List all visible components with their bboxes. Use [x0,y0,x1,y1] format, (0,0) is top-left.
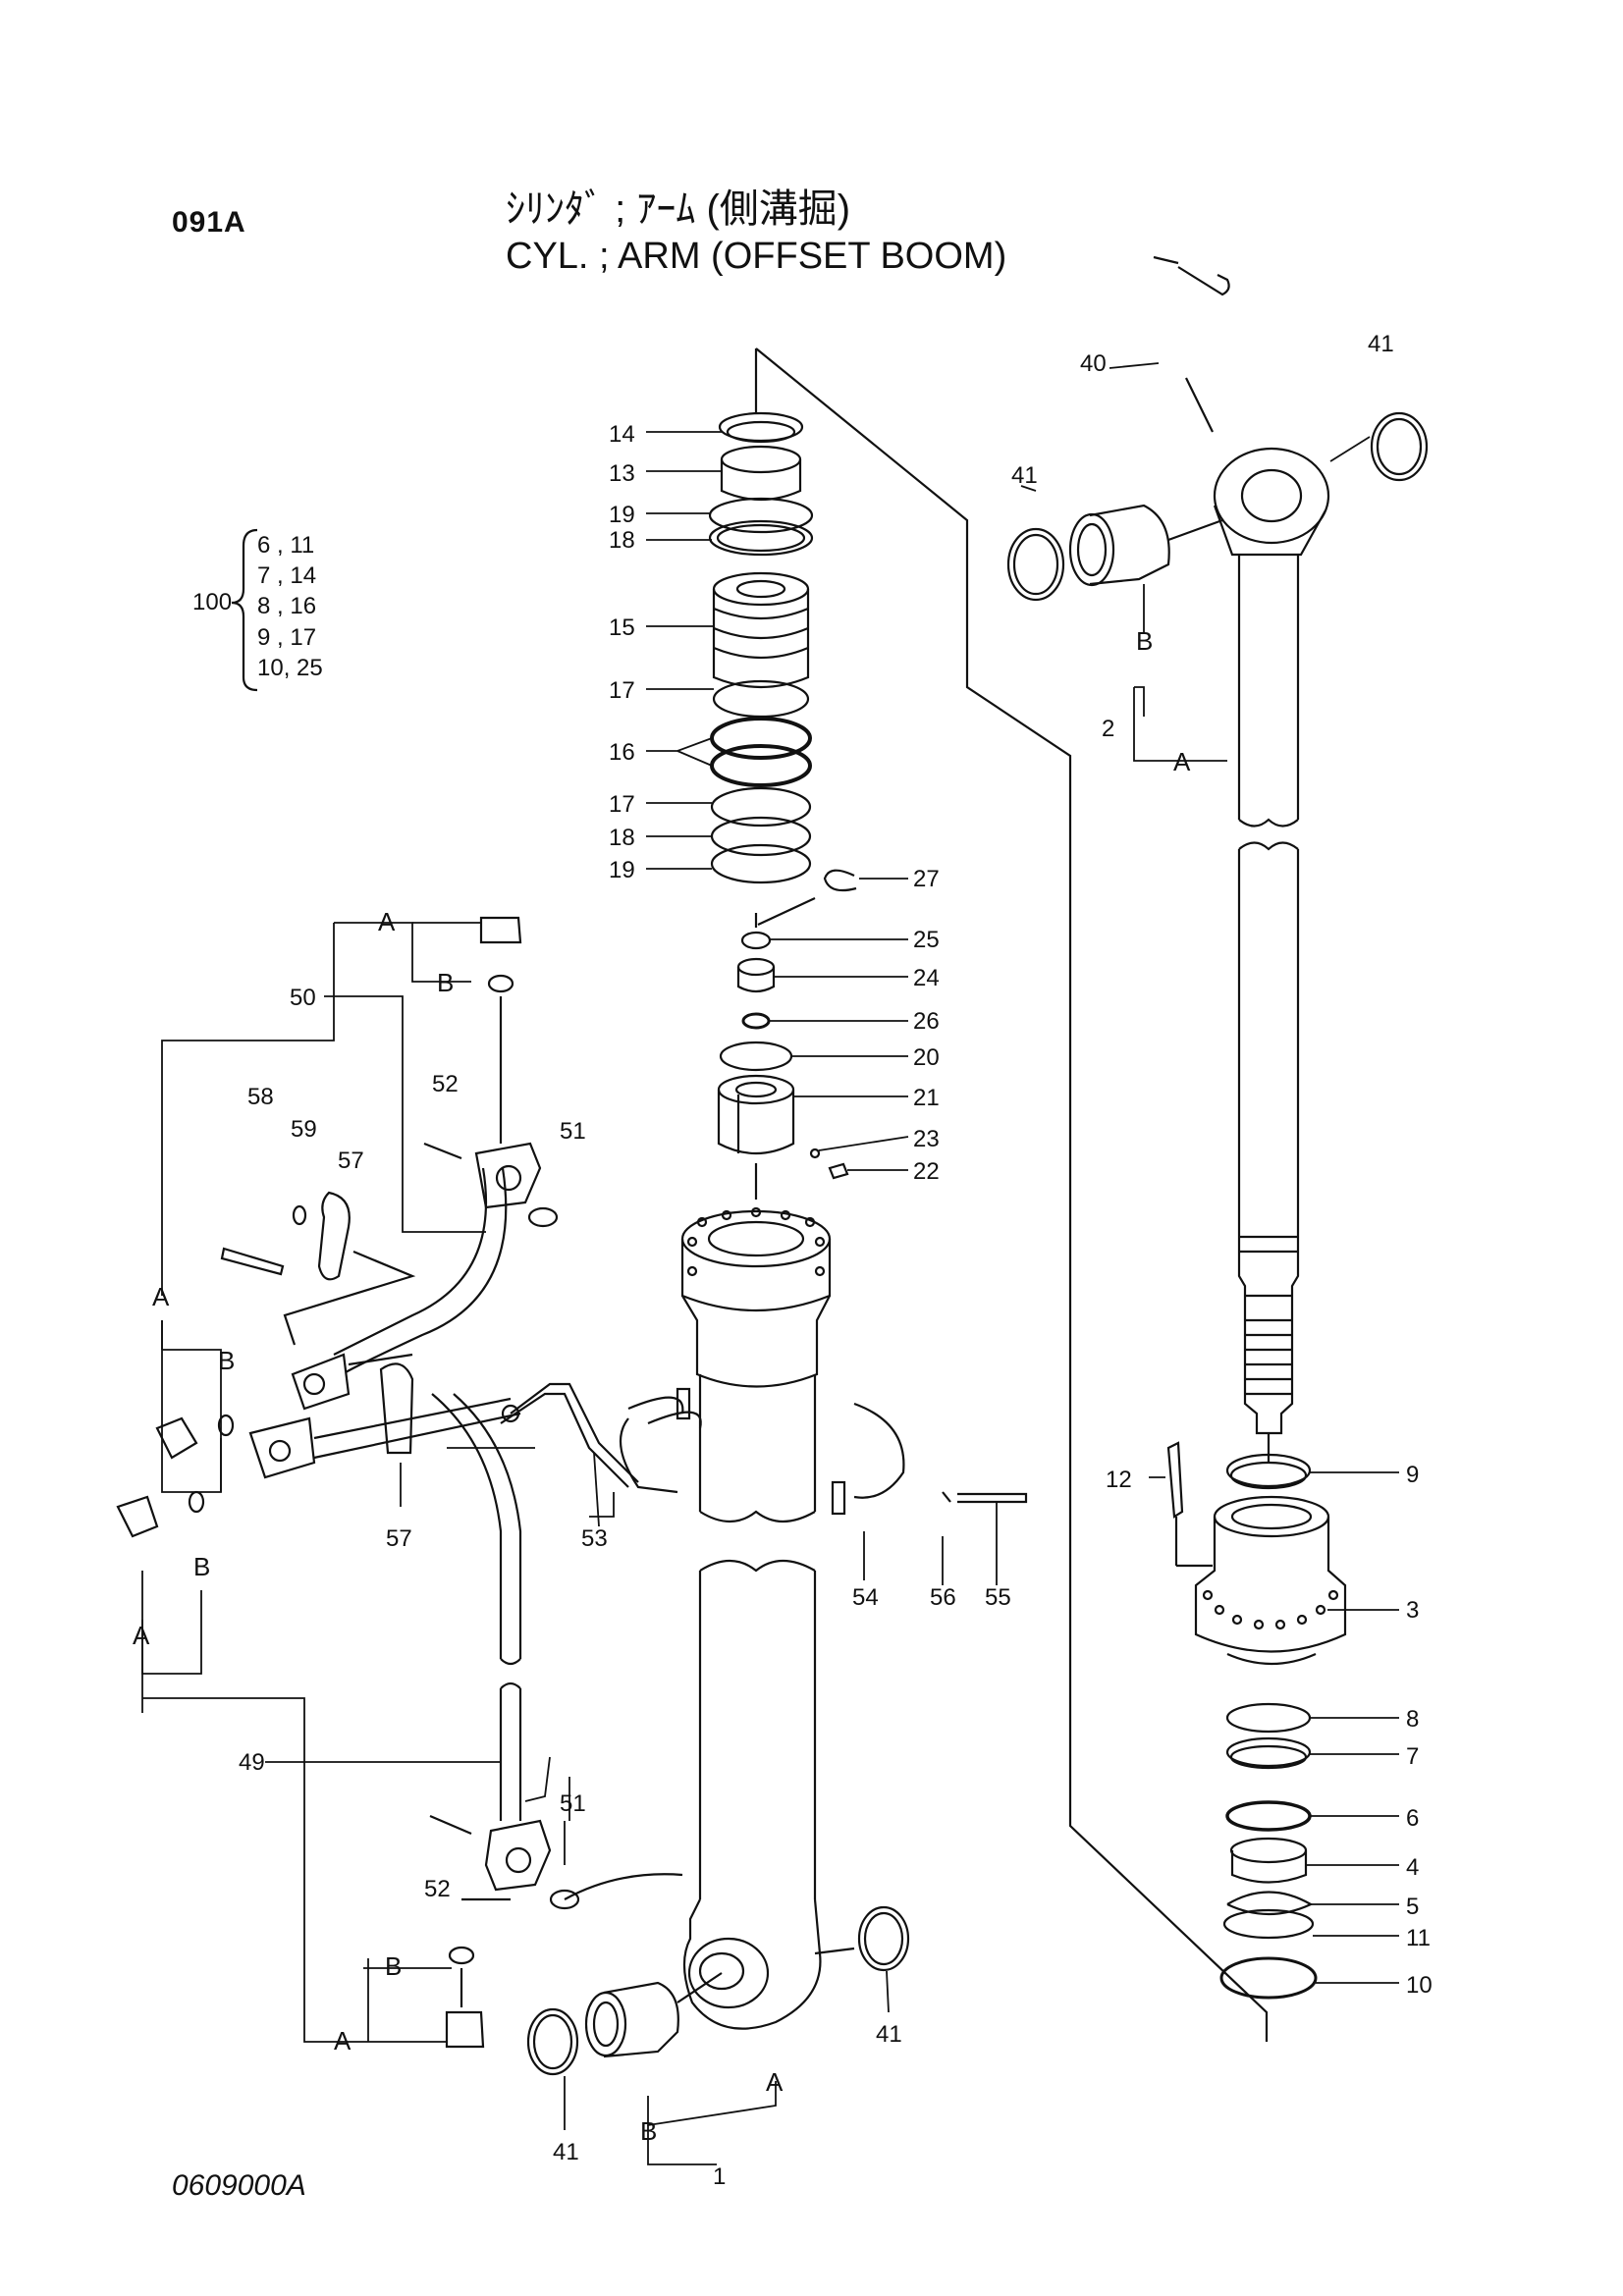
ref-A: A [1173,747,1191,776]
ref-B: B [640,2116,657,2146]
ref-A: A [378,907,396,936]
callout-53: 53 [581,1525,608,1552]
callout-19: 19 [609,857,635,883]
callout-1: 1 [713,2163,726,2190]
callout-15: 15 [609,614,635,641]
assembly-line [755,347,1269,2042]
callout-21: 21 [913,1085,940,1111]
callout-54: 54 [852,1584,879,1611]
kit-number: 100 [192,589,233,615]
ref-B: B [437,968,454,997]
kit-row: 10, 25 [257,655,323,681]
callout-18: 18 [609,825,635,851]
page-code: 091A [172,206,246,239]
callout-49: 49 [239,1749,265,1776]
rod-side-parts [1006,411,1429,2000]
callout-52: 52 [432,1071,459,1097]
callout-11: 11 [1406,1925,1431,1951]
callout-17: 17 [609,791,635,818]
callout-55: 55 [985,1584,1011,1611]
callout-57: 57 [338,1148,364,1174]
title-japanese: ｼﾘﾝﾀﾞ ; ｱｰﾑ (側溝掘) [506,187,851,231]
callout-58: 58 [247,1084,274,1110]
drawing-number: 0609000A [172,2169,306,2202]
kit-brace [231,528,258,692]
callout-51: 51 [560,1790,586,1817]
callout-3: 3 [1406,1597,1419,1624]
ref-A: A [766,2067,784,2097]
band-clamp [500,1382,1028,1516]
callout-41: 41 [1011,462,1038,489]
callout-5: 5 [1406,1894,1419,1920]
callout-23: 23 [913,1126,940,1152]
callout-57: 57 [386,1525,412,1552]
leader-lines [141,362,1399,2165]
callout-50: 50 [290,985,316,1011]
callout-19: 19 [609,502,635,528]
callout-24: 24 [913,965,940,991]
callout-16: 16 [609,739,635,766]
ref-A: A [152,1282,170,1311]
reference-letters: A B A B A B A B A B A B [133,626,1191,2146]
ref-A: A [133,1621,150,1650]
callout-8: 8 [1406,1706,1419,1733]
callout-52: 52 [424,1876,451,1902]
callout-22: 22 [913,1158,940,1185]
callout-41: 41 [1368,331,1394,357]
kit-row: 7 , 14 [257,562,317,589]
ref-B: B [1136,626,1153,656]
ref-B: B [218,1346,235,1375]
callout-40: 40 [1080,350,1107,377]
callout-4: 4 [1406,1854,1419,1881]
callout-10: 10 [1406,1972,1433,1999]
callout-6: 6 [1406,1805,1419,1832]
callout-41: 41 [876,2021,902,2048]
kit-row: 9 , 17 [257,624,317,651]
kit-row: 8 , 16 [257,593,317,619]
callout-27: 27 [913,866,940,892]
callout-numbers: 14 13 19 18 15 17 16 17 18 19 27 25 24 2… [239,331,1433,2190]
ref-B: B [193,1552,210,1581]
callout-12: 12 [1106,1467,1132,1493]
callout-2: 2 [1102,716,1114,742]
callout-9: 9 [1406,1462,1419,1488]
callout-7: 7 [1406,1743,1419,1770]
callout-59: 59 [291,1116,317,1143]
callout-13: 13 [609,460,635,487]
bottom-pin-parts [526,1905,910,2076]
piston-rod [1153,255,1330,1448]
hydraulic-piping [116,916,683,2049]
cylinder-tube [680,1206,832,2030]
ref-B: B [385,1951,402,1981]
kit-row: 6 , 11 [257,532,315,559]
title-english: CYL. ; ARM (OFFSET BOOM) [506,236,1007,277]
head-seal-stack [708,411,857,1200]
callout-25: 25 [913,927,940,953]
callout-18: 18 [609,527,635,554]
ref-A: A [334,2026,352,2056]
callout-20: 20 [913,1044,940,1071]
callout-26: 26 [913,1008,940,1035]
callout-56: 56 [930,1584,956,1611]
callout-17: 17 [609,677,635,704]
callout-51: 51 [560,1118,586,1145]
callout-14: 14 [609,421,635,448]
callout-41: 41 [553,2139,579,2165]
